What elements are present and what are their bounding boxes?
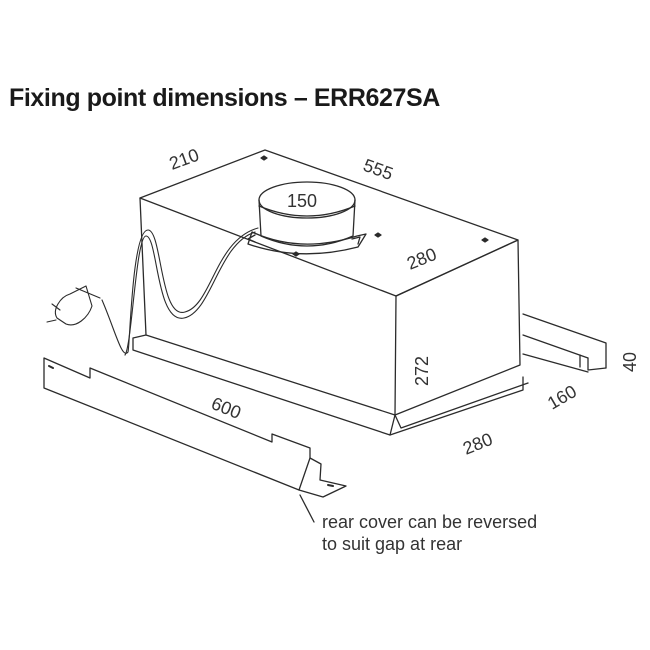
dimension-label-top-depth: 210 <box>167 145 202 174</box>
plug-icon <box>46 285 101 326</box>
hood-body <box>132 149 529 436</box>
fixing-point <box>481 237 489 243</box>
bracket-hole <box>327 484 334 487</box>
dimension-label-duct-diameter: 150 <box>287 191 317 211</box>
visor <box>522 313 607 373</box>
fixing-point <box>374 232 382 238</box>
cable-inner <box>124 231 256 356</box>
diagram-title: Fixing point dimensions – ERR627SA <box>9 84 440 112</box>
duct-lip <box>258 205 356 217</box>
rear-cover-note: rear cover can be reversed to suit gap a… <box>322 511 537 555</box>
duct-clip-left <box>247 234 256 243</box>
bracket-flange <box>298 457 311 491</box>
dimension-label-visor-extension: 160 <box>544 381 580 413</box>
duct-collar <box>247 181 367 255</box>
visor-lower-edge <box>522 353 589 373</box>
bracket-outline <box>43 357 347 498</box>
visor-front <box>579 354 607 371</box>
note-line-2: to suit gap at rear <box>322 534 463 554</box>
hood-left-face <box>139 197 397 416</box>
dimension-label-visor-height: 40 <box>620 352 640 372</box>
fixing-points <box>260 155 489 257</box>
rear-cover-bracket <box>43 357 347 498</box>
dimension-label-top-width: 555 <box>361 155 396 184</box>
hood-top-face <box>139 149 519 297</box>
power-cable <box>46 227 259 356</box>
note-leader-line <box>299 494 315 523</box>
visor-top <box>522 313 607 369</box>
dimension-label-side-depth: 280 <box>404 244 439 274</box>
hood-right-face <box>394 239 521 416</box>
note-line-1: rear cover can be reversed <box>322 512 538 532</box>
hood-base-edge <box>389 382 529 436</box>
bracket-hole <box>48 365 54 369</box>
duct-clip-right <box>351 236 361 245</box>
dimension-label-base-depth: 280 <box>460 429 495 459</box>
visor-bottom <box>522 334 589 359</box>
fixing-point <box>260 155 268 161</box>
duct-flange <box>247 231 367 255</box>
dimension-label-height: 272 <box>412 356 432 386</box>
duct-cylinder <box>258 199 356 247</box>
